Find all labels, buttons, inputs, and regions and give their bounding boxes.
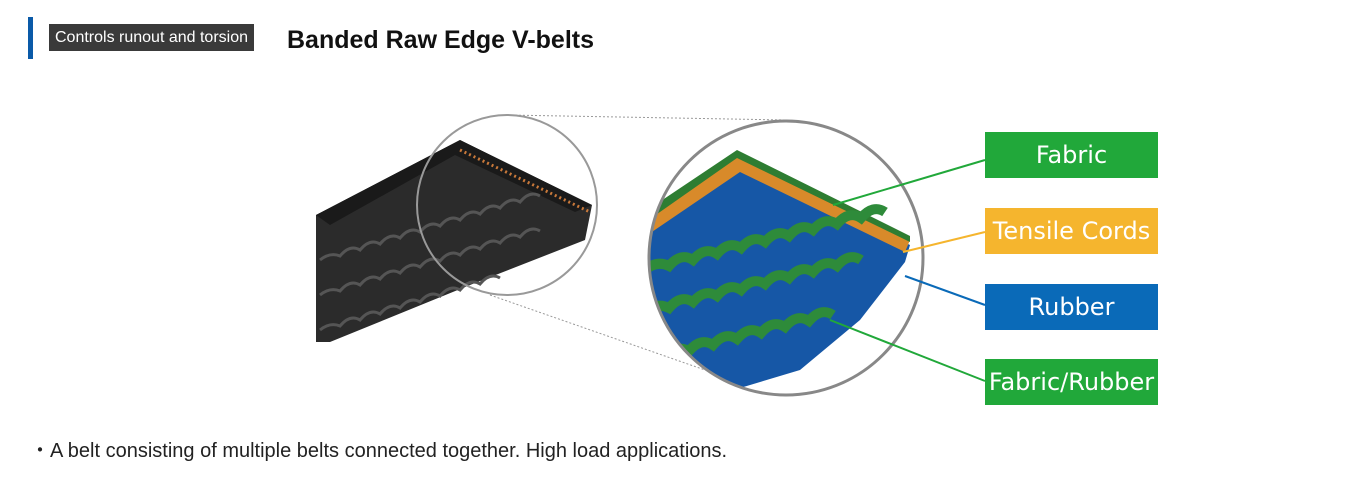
zoom-line-top bbox=[506, 114, 787, 121]
zoom-line-bottom bbox=[489, 294, 706, 371]
leader-fabric bbox=[832, 159, 986, 206]
leader-rubber bbox=[904, 275, 986, 306]
description-text: ・A belt consisting of multiple belts con… bbox=[30, 440, 728, 462]
belt-photo bbox=[316, 140, 592, 342]
leader-tensile-cords bbox=[902, 231, 986, 253]
label-rubber: Rubber bbox=[985, 284, 1158, 330]
page-title: Banded Raw Edge V-belts bbox=[287, 26, 595, 54]
section-accent-bar bbox=[28, 17, 33, 59]
feature-tag: Controls runout and torsion bbox=[49, 24, 254, 51]
zoom-circle-large bbox=[647, 119, 925, 397]
label-tensile-cords: Tensile Cords bbox=[985, 208, 1158, 254]
leader-fabric-rubber bbox=[829, 319, 986, 382]
label-fabric-rubber: Fabric/Rubber bbox=[985, 359, 1158, 405]
label-fabric: Fabric bbox=[985, 132, 1158, 178]
zoom-circle-small bbox=[416, 114, 598, 296]
belt-cross-section bbox=[650, 150, 910, 394]
